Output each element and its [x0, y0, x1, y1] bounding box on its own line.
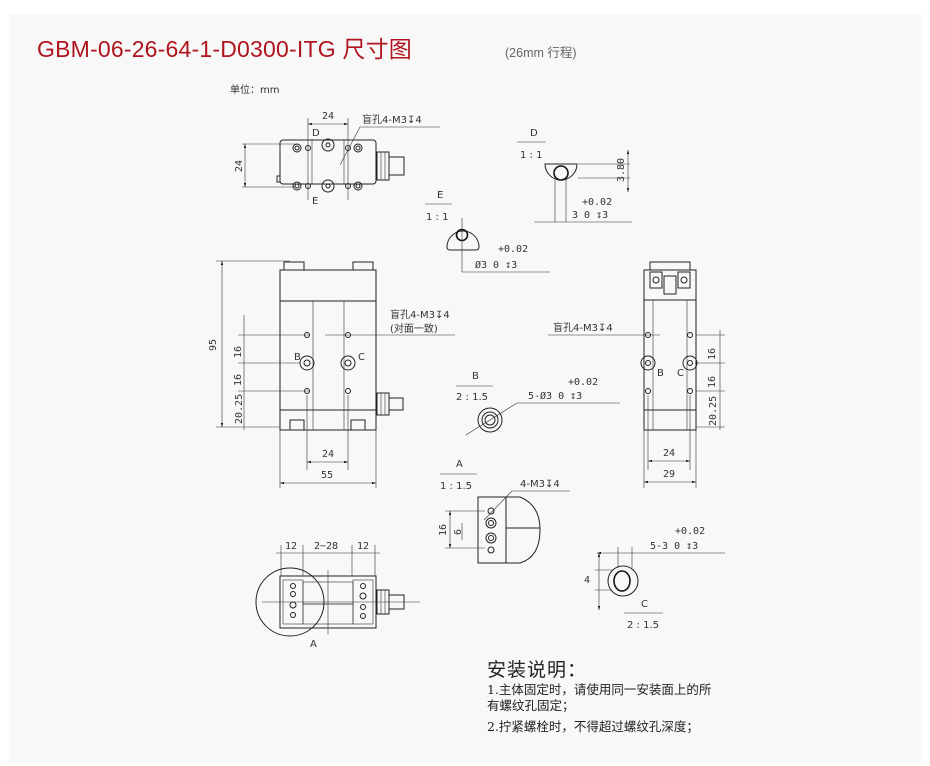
top-view: 24 24 盲孔4-M3↧4 D E [234, 111, 440, 207]
svg-text:+0.02: +0.02 [568, 377, 598, 388]
svg-text:24: 24 [322, 111, 334, 122]
svg-text:盲孔4-M3↧4: 盲孔4-M3↧4 [390, 308, 450, 321]
svg-text:B: B [472, 371, 479, 382]
drawing-panel [10, 14, 922, 762]
svg-text:12: 12 [357, 541, 369, 552]
svg-text:B: B [657, 368, 664, 379]
svg-text:16: 16 [707, 348, 718, 360]
svg-text:1 : 1: 1 : 1 [426, 212, 448, 223]
svg-text:20.25: 20.25 [708, 396, 719, 426]
svg-text:2 : 1.5: 2 : 1.5 [456, 392, 488, 403]
svg-text:D: D [530, 128, 538, 139]
installation-notes: 安装说明： 1.主体固定时，请使用同一安装面上的所 有螺纹孔固定； 2.拧紧螺栓… [487, 655, 711, 735]
notes-line-1: 1.主体固定时，请使用同一安装面上的所 [487, 682, 712, 697]
svg-text:20.25: 20.25 [234, 394, 245, 424]
svg-text:2~28: 2~28 [314, 541, 338, 552]
bottom-view: 12 2~28 12 A [255, 541, 420, 650]
svg-text:D: D [312, 128, 320, 139]
detail-a: A 1 : 1.5 4-M3↧4 16 6 [438, 459, 570, 564]
page-title: GBM-06-26-64-1-D0300-ITG 尺寸图 [37, 36, 412, 62]
svg-text:Ø3 0 ↧3: Ø3 0 ↧3 [475, 259, 517, 271]
svg-text:24: 24 [663, 448, 675, 459]
svg-text:5-Ø3 0 ↧3: 5-Ø3 0 ↧3 [528, 390, 582, 402]
svg-text:E: E [437, 190, 443, 201]
svg-text:A: A [456, 459, 463, 470]
detail-e: E 1 : 1 +0.02 Ø3 0 ↧3 [425, 190, 550, 273]
svg-text:+0.02: +0.02 [582, 197, 612, 208]
svg-text:16: 16 [707, 376, 718, 388]
front-view: 95 16 16 20.25 24 55 盲孔4-M3↧4 (对面一致) B C [208, 260, 455, 488]
notes-heading: 安装说明： [487, 659, 588, 681]
notes-line-2: 2.拧紧螺栓时，不得超过螺纹孔深度； [487, 719, 699, 734]
side-view: 盲孔4-M3↧4 B C 16 16 20.25 24 29 [548, 261, 725, 488]
svg-text:A: A [310, 639, 317, 650]
svg-text:4-M3↧4: 4-M3↧4 [520, 479, 560, 490]
stroke-subtitle: (26mm 行程) [505, 46, 577, 60]
svg-text:盲孔4-M3↧4: 盲孔4-M3↧4 [553, 321, 613, 334]
svg-text:E: E [312, 196, 318, 207]
svg-text:2 : 1.5: 2 : 1.5 [627, 620, 659, 631]
svg-text:55: 55 [321, 470, 333, 481]
svg-text:3 0 ↧3: 3 0 ↧3 [572, 210, 608, 221]
svg-text:95: 95 [208, 339, 219, 351]
detail-d: D 1 : 1 3.80 +0.02 3 0 ↧3 [517, 128, 632, 223]
svg-text:1 : 1.5: 1 : 1.5 [440, 481, 472, 492]
svg-text:(对面一致): (对面一致) [390, 322, 438, 335]
svg-text:+0.02: +0.02 [498, 244, 528, 255]
svg-text:29: 29 [663, 469, 675, 480]
svg-text:3.80: 3.80 [616, 158, 627, 182]
detail-b: B 2 : 1.5 +0.02 5-Ø3 0 ↧3 [456, 371, 620, 436]
svg-text:C: C [677, 368, 684, 379]
svg-text:盲孔4-M3↧4: 盲孔4-M3↧4 [362, 113, 422, 126]
unit-label: 单位：mm [230, 83, 279, 96]
detail-c: +0.02 5-3 0 ↧3 4 C 2 : 1.5 [584, 526, 725, 631]
svg-text:16: 16 [233, 346, 244, 358]
svg-text:5-3 0 ↧3: 5-3 0 ↧3 [650, 541, 698, 552]
svg-text:4: 4 [584, 575, 590, 586]
svg-text:C: C [641, 599, 648, 610]
svg-text:1 : 1: 1 : 1 [520, 150, 542, 161]
svg-text:24: 24 [322, 449, 334, 460]
svg-text:6: 6 [453, 529, 464, 535]
svg-text:+0.02: +0.02 [675, 526, 705, 537]
notes-line-1b: 有螺纹孔固定； [487, 698, 575, 713]
svg-text:16: 16 [438, 524, 449, 536]
svg-text:C: C [358, 352, 365, 363]
svg-text:B: B [294, 352, 301, 363]
svg-text:12: 12 [285, 541, 297, 552]
svg-text:24: 24 [234, 160, 245, 172]
svg-text:16: 16 [233, 374, 244, 386]
